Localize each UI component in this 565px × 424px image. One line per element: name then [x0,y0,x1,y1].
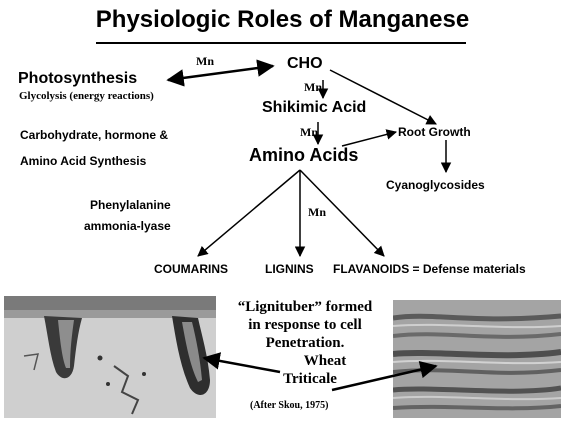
node-ammonia-lyase: ammonia-lyase [84,219,171,233]
node-photosynthesis: Photosynthesis [18,70,137,88]
caption-credit: (After Skou, 1975) [250,400,328,411]
node-glycolysis: Glycolysis (energy reactions) [19,90,154,102]
caption-line-2: in response to cell [218,316,392,334]
mn-label-shikimic-amino: Mn [300,125,318,140]
node-flavanoids: FLAVANOIDS = Defense materials [333,262,526,276]
caption-line-1: “Lignituber” formed [218,298,392,316]
micrograph-triticale [393,300,561,418]
node-root-growth: Root Growth [398,125,471,139]
node-coumarins: COUMARINS [154,262,228,276]
micrograph-wheat [4,296,216,418]
node-shikimic-acid: Shikimic Acid [262,99,366,117]
arrow-amino-root-growth [342,132,396,146]
title-underline [96,42,466,44]
arrow-cho-photosynthesis [168,66,273,80]
node-amino-acid-synthesis: Amino Acid Synthesis [20,154,146,168]
arrow-amino-coumarins [198,170,300,256]
caption-triticale: Triticale [218,370,392,388]
mn-label-cho-shikimic: Mn [304,80,322,95]
caption-wheat: Wheat [218,352,392,370]
node-phenylalanine: Phenylalanine [90,198,171,212]
mn-label-amino-lignins: Mn [308,205,326,220]
mn-label-photosynthesis: Mn [196,54,214,69]
lignituber-caption: “Lignituber” formed in response to cell … [218,298,392,388]
node-lignins: LIGNINS [265,262,314,276]
node-carbohydrate-synthesis: Carbohydrate, hormone & [20,128,168,142]
node-amino-acids: Amino Acids [249,145,358,166]
node-cho: CHO [287,55,323,73]
slide-title: Physiologic Roles of Manganese [0,6,565,34]
caption-line-3: Penetration. [218,334,392,352]
node-cyanoglycosides: Cyanoglycosides [386,178,485,192]
